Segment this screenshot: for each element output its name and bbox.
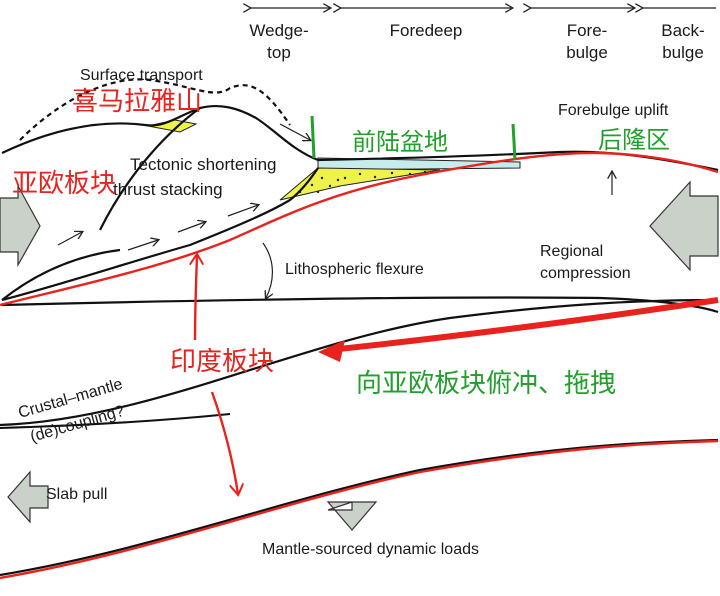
annotation-eurasian-plate: 亚欧板块 (12, 169, 116, 199)
mountain-outline (1, 104, 319, 162)
sediment-dots (298, 170, 427, 194)
label-forebulge-uplift: Forebulge uplift (558, 102, 669, 119)
basin-left-marker (310, 115, 316, 159)
thrust-motion-arrows (57, 123, 310, 251)
foredeep-sediment-wedge (279, 167, 441, 201)
zone-backbulge-line1: Back- (661, 21, 704, 40)
label-tectonic-shortening: Tectonic shortening (130, 155, 276, 174)
label-regional: Regional (540, 243, 603, 260)
label-mantle-loads: Mantle-sourced dynamic loads (262, 541, 479, 558)
annotation-subduction: 向亚欧板块俯冲、拖拽 (356, 369, 616, 399)
flexure-arrow (262, 242, 272, 298)
lower-crust-line (0, 413, 231, 429)
dashed-eroded-profile (19, 78, 291, 141)
orogenic-wedge (1, 104, 319, 302)
zone-wedge-top-line1: Wedge- (249, 21, 308, 40)
lithosphere-top-line (1, 296, 719, 314)
zone-backbulge-line2: bulge (662, 43, 704, 62)
label-slab-pull: Slab pull (46, 486, 107, 503)
red-downward-arrow (210, 391, 238, 494)
green-basin-markers (310, 115, 517, 161)
crustal-mantle-boundary (0, 298, 719, 427)
wedge-base (1, 167, 319, 302)
thrust-fault-2 (1, 248, 121, 301)
left-compression-arrow (0, 185, 41, 268)
slab-pull-arrow (7, 470, 49, 524)
annotation-back-uplift: 后隆区 (598, 126, 670, 154)
label-surface-transport: Surface transport (80, 67, 203, 84)
annotation-indian-plate: 印度板块 (170, 347, 274, 377)
right-compression-arrow (649, 180, 719, 272)
lithosphere-base-line (0, 438, 719, 577)
red-subduction-arrowhead (318, 340, 345, 362)
zone-foredeep: Foredeep (390, 21, 463, 40)
surface-transport-arrow (279, 123, 310, 140)
zone-wedge-top-line2: top (267, 43, 291, 62)
red-upward-arrow (195, 255, 197, 341)
basin-right-marker (511, 123, 517, 161)
red-lithosphere-base (0, 439, 719, 580)
label-thrust-stacking: thrust stacking (113, 180, 223, 199)
annotation-himalaya: 喜马拉雅山 (72, 87, 202, 117)
mantle-load-arrow (326, 501, 378, 531)
red-annotation-lines (0, 151, 719, 580)
label-lithospheric-flexure: Lithospheric flexure (285, 261, 424, 278)
red-subduction-arrow-shaft (329, 297, 719, 353)
thrust-fault-1 (99, 107, 201, 231)
label-compression: compression (540, 265, 631, 282)
annotation-foreland-basin: 前陆盆地 (352, 128, 448, 156)
zone-forebulge-line1: Fore- (567, 21, 608, 40)
red-plate-boundary (0, 151, 719, 307)
zone-forebulge-line2: bulge (566, 43, 608, 62)
